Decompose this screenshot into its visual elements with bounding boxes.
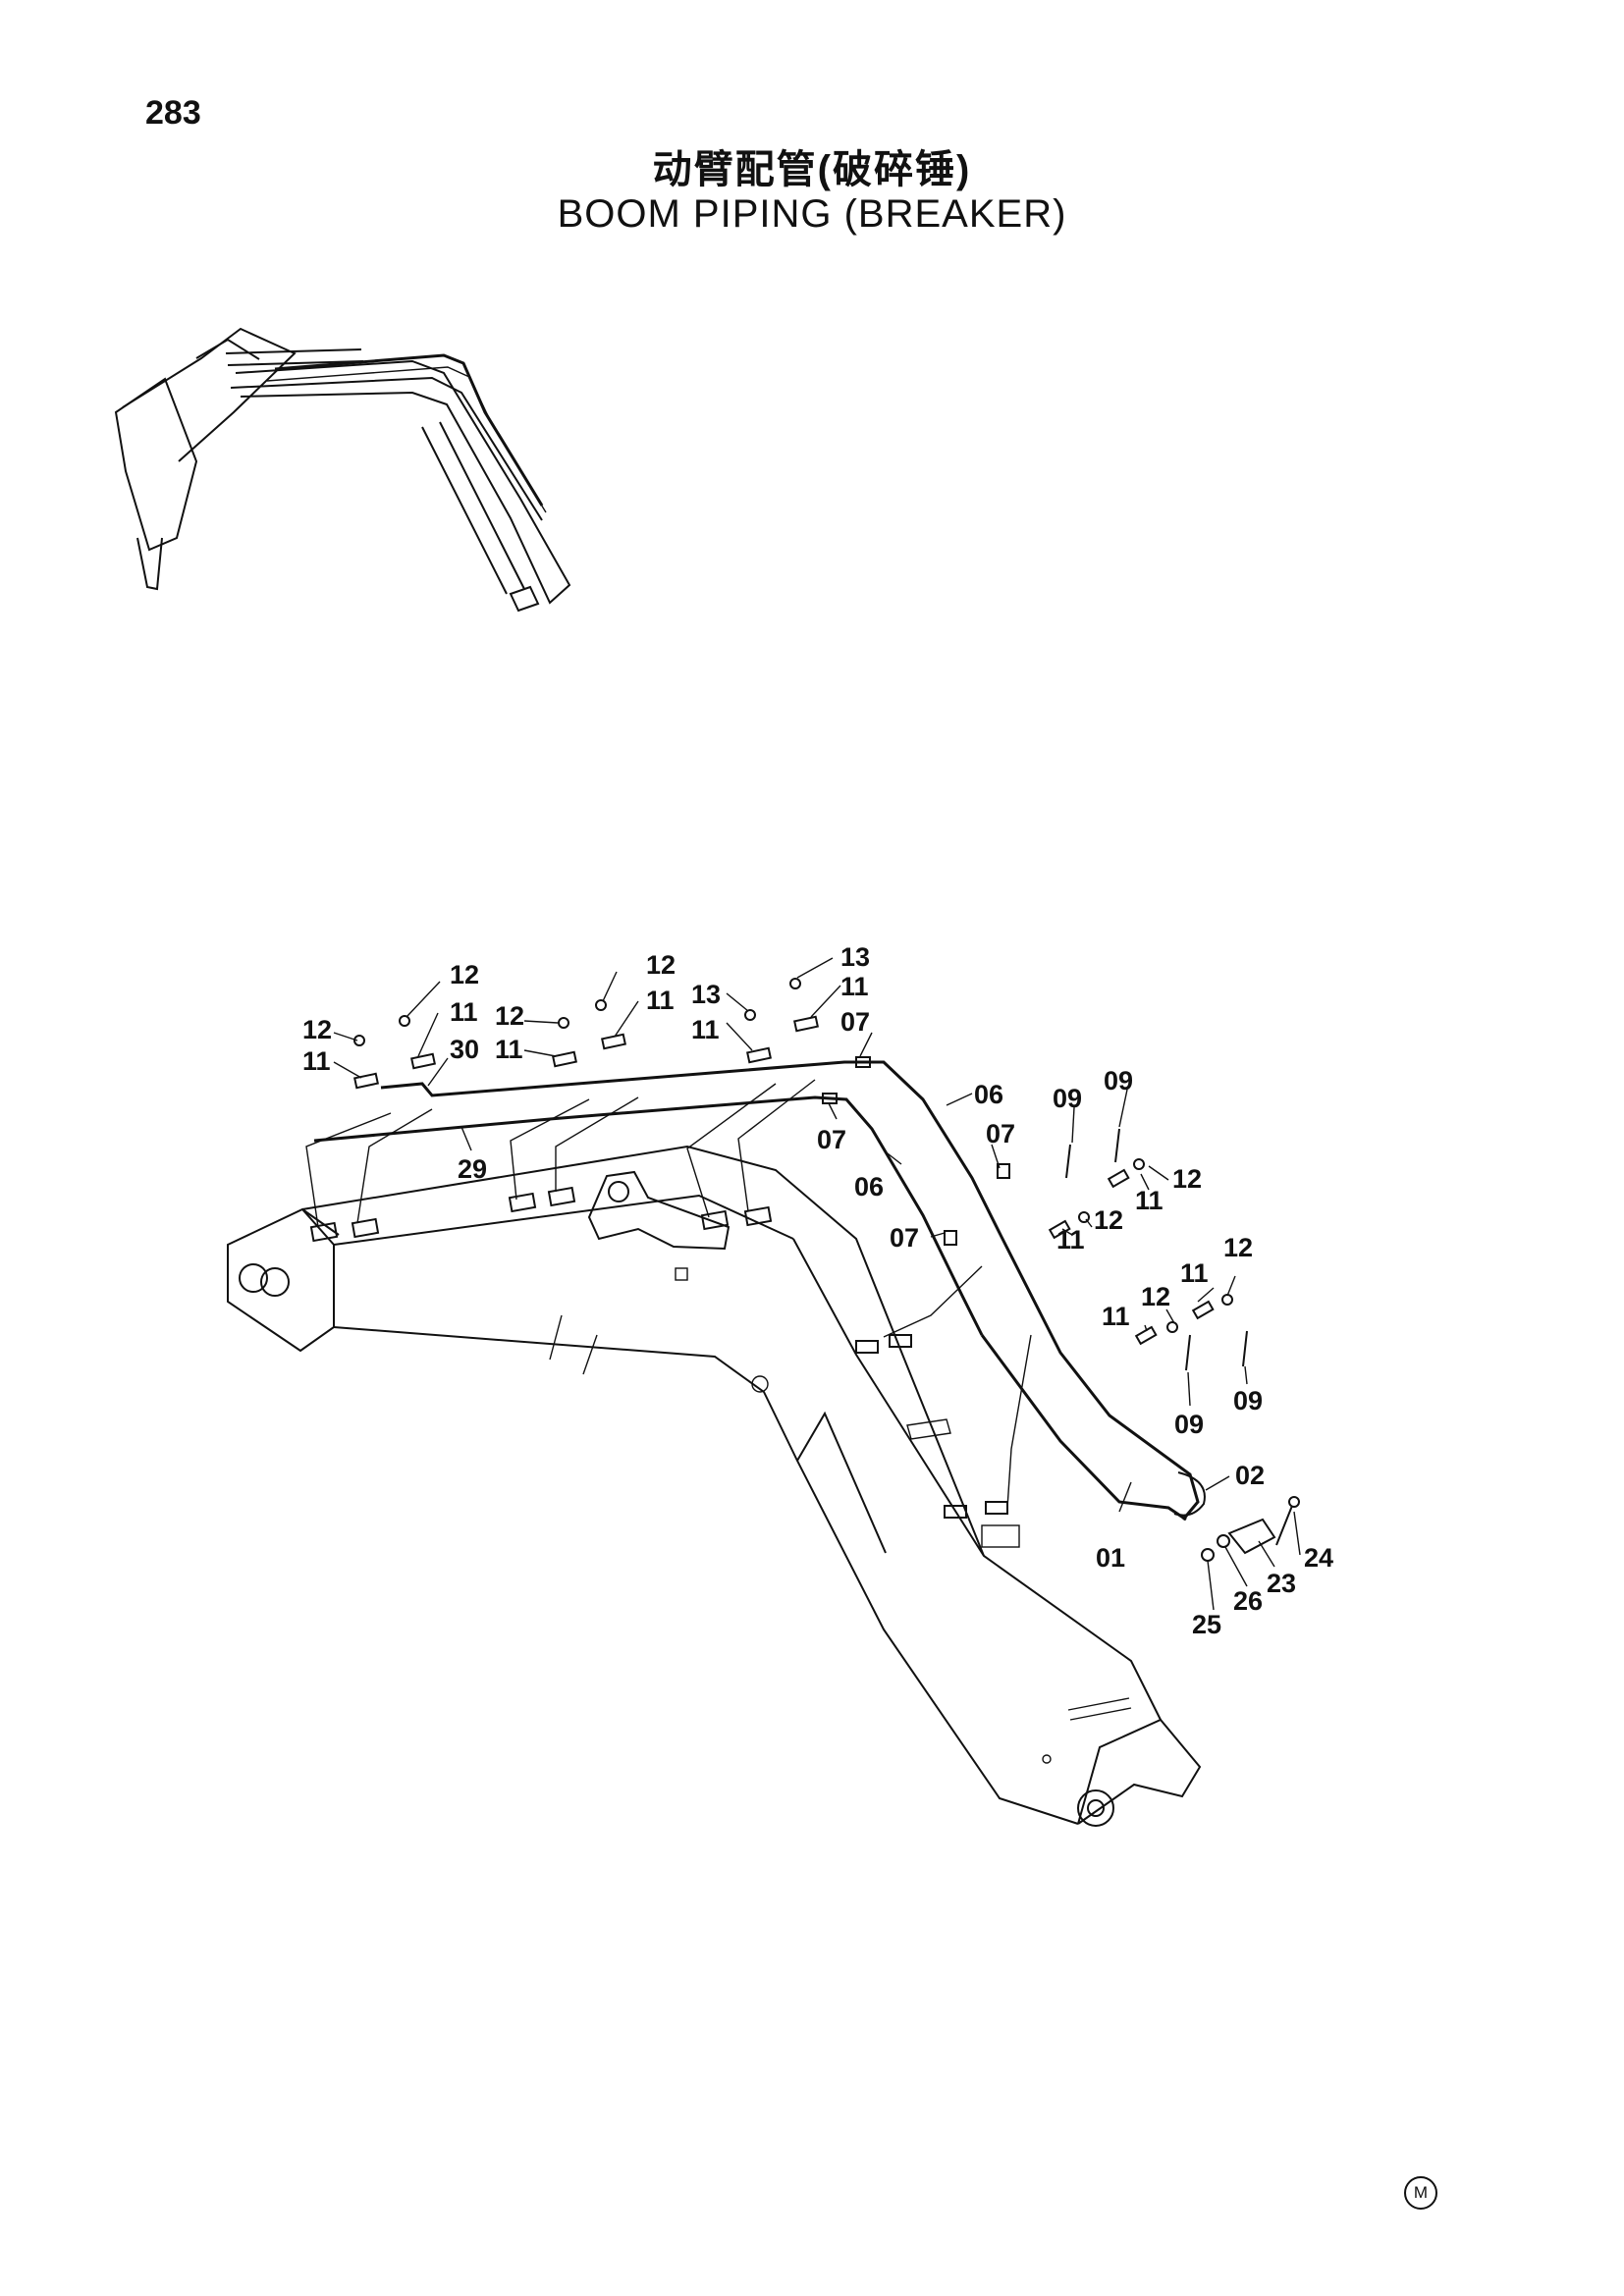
boom-structure [227,1145,1202,1827]
callout-c30: 11 [1102,1302,1130,1331]
callout-c34: 01 [1096,1543,1125,1573]
callout-c33: 02 [1235,1461,1265,1490]
callout-c5: 30 [450,1035,479,1064]
callout-c36: 23 [1267,1569,1296,1598]
circled-m-mark: M [1404,2176,1437,2210]
callout-c29: 12 [1141,1282,1170,1311]
callout-c21: 09 [1053,1084,1082,1113]
leader-lines [333,957,1301,1611]
callout-c37: 26 [1233,1586,1263,1616]
callout-c8: 12 [646,950,676,980]
callout-c31: 09 [1174,1410,1204,1439]
callout-c1: 12 [302,1015,332,1044]
callout-c9: 11 [646,986,675,1015]
callout-c26: 11 [1056,1225,1085,1255]
callout-c27: 12 [1223,1233,1253,1262]
callout-c16: 07 [817,1125,846,1154]
callout-c32: 09 [1233,1386,1263,1415]
callout-c10: 13 [691,980,721,1009]
callout-c12: 13 [840,942,870,972]
callout-c2: 11 [302,1046,331,1076]
page-number: 283 [145,94,201,132]
overview-thumbnail [114,327,571,613]
callout-c28: 11 [1180,1258,1209,1288]
callout-labels: 12 11 12 11 30 12 11 12 11 13 11 13 11 0… [302,942,1333,1639]
callout-c3: 12 [450,960,479,989]
callout-c15: 29 [458,1154,487,1184]
piping [305,978,1300,1562]
callout-c6: 12 [495,1001,524,1031]
title-english: BOOM PIPING (BREAKER) [557,192,1067,236]
callout-c24: 12 [1172,1164,1202,1194]
callout-c20: 07 [890,1223,919,1253]
callout-c25: 12 [1094,1205,1123,1235]
callout-c13: 11 [840,972,869,1001]
callout-c38: 25 [1192,1610,1221,1639]
callout-c4: 11 [450,997,478,1027]
callout-c11: 11 [691,1015,720,1044]
title-chinese: 动臂配管(破碎锤) [652,148,972,191]
callout-c22: 09 [1104,1066,1133,1095]
callout-c18: 06 [854,1172,884,1201]
callout-c14: 07 [840,1007,870,1037]
callout-c35: 24 [1304,1543,1333,1573]
callout-c17: 06 [974,1080,1003,1109]
callout-c23: 11 [1135,1186,1164,1215]
callout-c19: 07 [986,1119,1015,1148]
callout-c7: 11 [495,1035,523,1064]
